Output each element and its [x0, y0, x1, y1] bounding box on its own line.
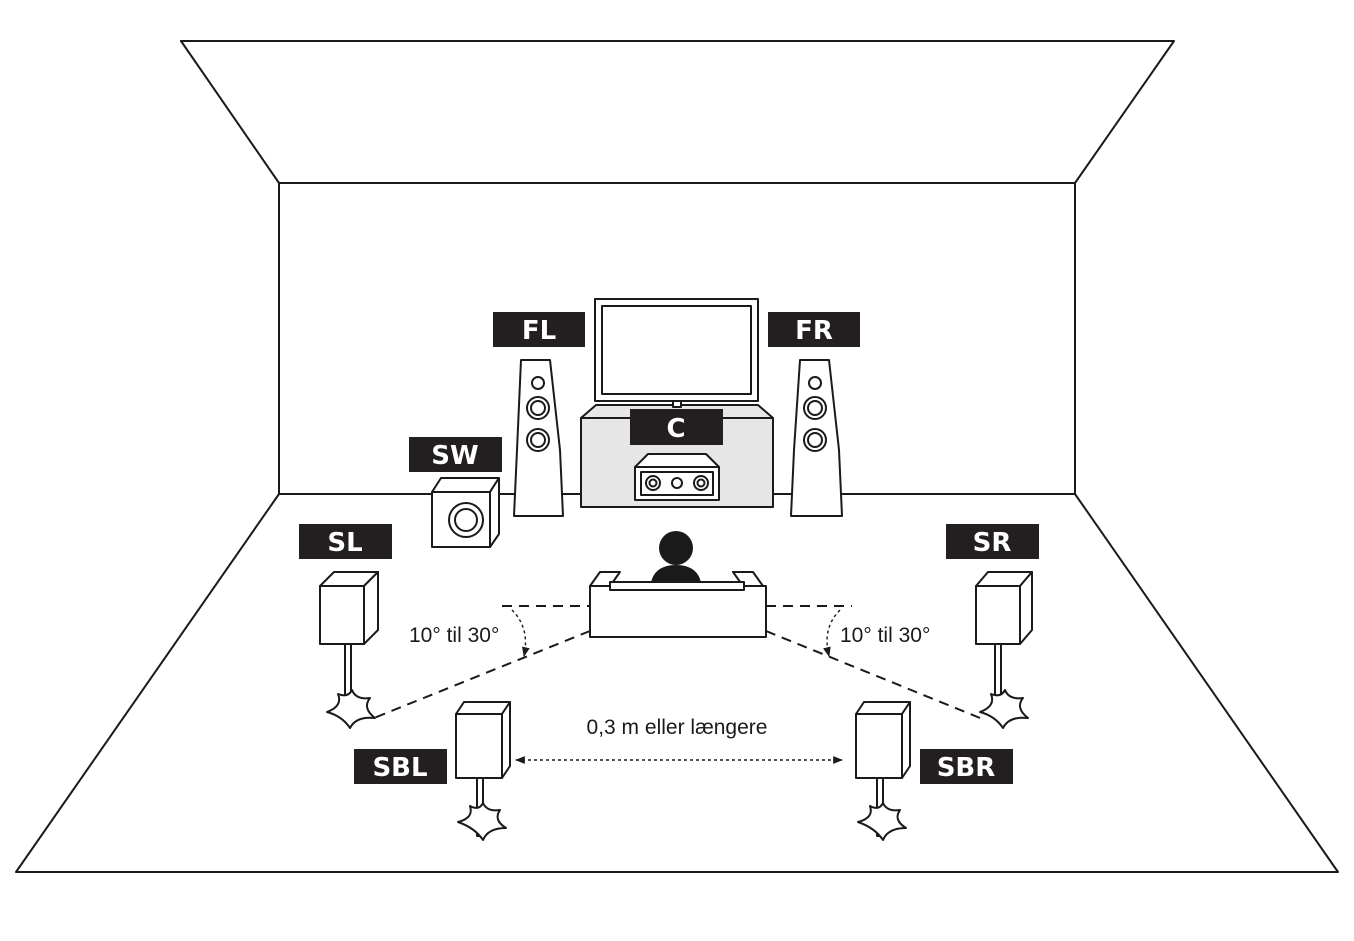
subwoofer [431, 477, 500, 548]
label-fr-text: FR [795, 316, 833, 346]
sofa [589, 571, 767, 638]
angle-note-left: 10° til 30° [409, 624, 499, 647]
label-sbl: SBL [354, 749, 447, 784]
label-sw-text: SW [431, 441, 478, 471]
distance-note: 0,3 m eller længere [587, 716, 768, 739]
surround-right-speaker [975, 571, 1033, 729]
angle-guide-left [373, 605, 591, 719]
label-sr: SR [946, 524, 1039, 559]
angle-note-right: 10° til 30° [840, 624, 930, 647]
label-fl-text: FL [522, 316, 556, 346]
label-sw: SW [409, 437, 502, 472]
surround-back-left-speaker [455, 701, 511, 841]
label-sl-text: SL [327, 528, 362, 558]
front-right-speaker [790, 359, 843, 517]
label-c: C [630, 409, 723, 445]
label-sl: SL [299, 524, 392, 559]
label-sbl-text: SBL [372, 753, 427, 783]
label-fr: FR [768, 312, 860, 347]
center-speaker [634, 453, 720, 501]
label-fl: FL [493, 312, 585, 347]
label-sbr: SBR [920, 749, 1013, 784]
surround-left-speaker [319, 571, 379, 729]
tv-screen [594, 298, 759, 402]
label-sbr-text: SBR [937, 753, 996, 783]
surround-back-right-speaker [855, 701, 911, 841]
front-left-speaker [513, 359, 564, 517]
label-c-text: C [666, 414, 685, 444]
label-sr-text: SR [973, 528, 1012, 558]
angle-guide-right [765, 605, 981, 719]
